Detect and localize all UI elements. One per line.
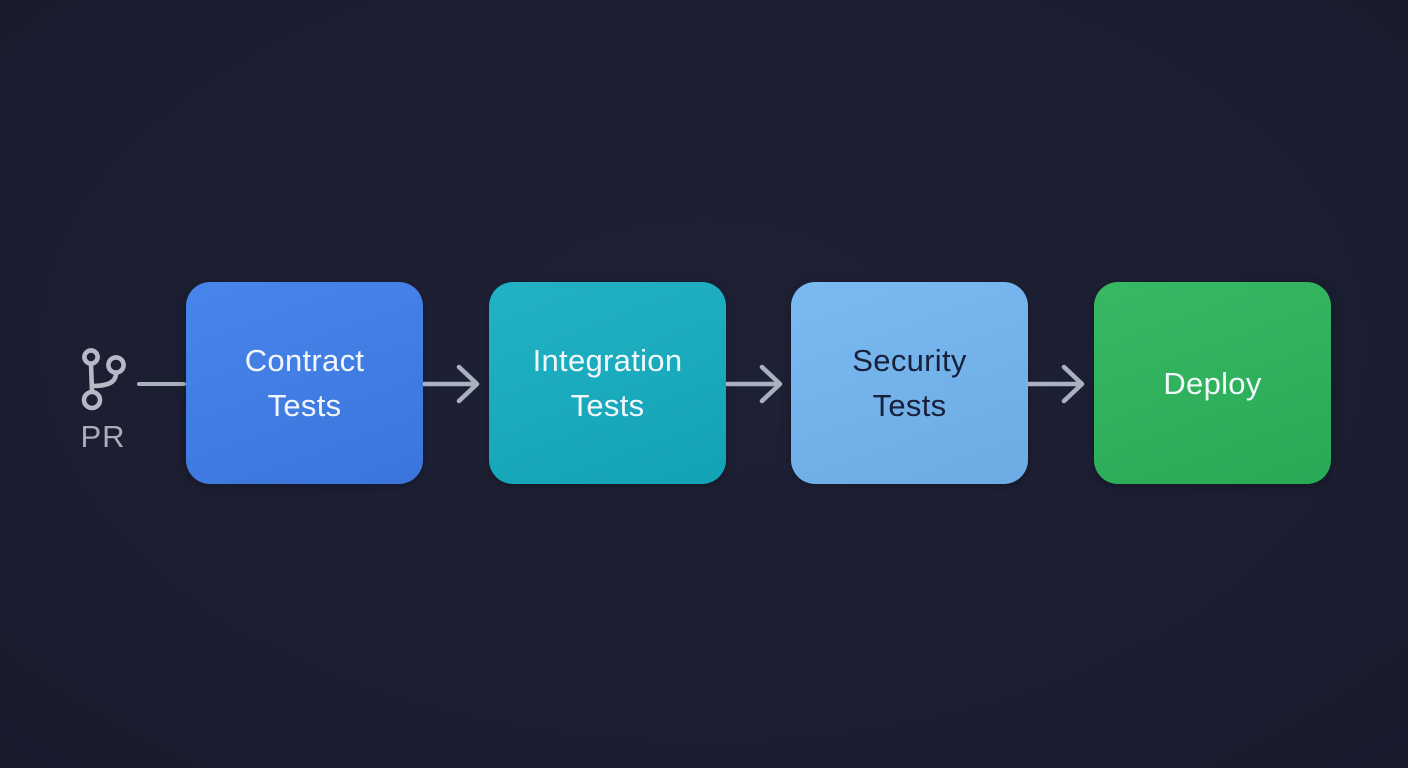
- connector-line-source: [137, 382, 186, 386]
- pipeline-source: PR: [75, 344, 131, 454]
- git-branch-icon: [81, 348, 126, 411]
- node-label-line: Security: [852, 343, 967, 378]
- node-label-line: Tests: [872, 388, 947, 423]
- node-contract-tests: Contract Tests: [186, 282, 423, 484]
- node-label: Contract Tests: [245, 338, 365, 428]
- source-label: PR: [80, 419, 126, 454]
- node-security-tests: Security Tests: [791, 282, 1028, 484]
- node-label: Integration Tests: [533, 338, 683, 428]
- node-label: Security Tests: [852, 338, 966, 428]
- node-label-line: Integration: [532, 343, 683, 378]
- node-label-line: Contract: [244, 343, 365, 378]
- node-integration-tests: Integration Tests: [489, 282, 726, 484]
- node-label-line: Deploy: [1163, 365, 1262, 401]
- node-label-line: Tests: [267, 388, 342, 423]
- node-deploy: Deploy: [1094, 282, 1331, 484]
- node-label: Deploy: [1163, 361, 1261, 406]
- arrow-right-icon: [1028, 364, 1085, 404]
- node-label-line: Tests: [570, 388, 645, 423]
- arrow-right-icon: [423, 364, 480, 404]
- arrow-right-icon: [726, 364, 783, 404]
